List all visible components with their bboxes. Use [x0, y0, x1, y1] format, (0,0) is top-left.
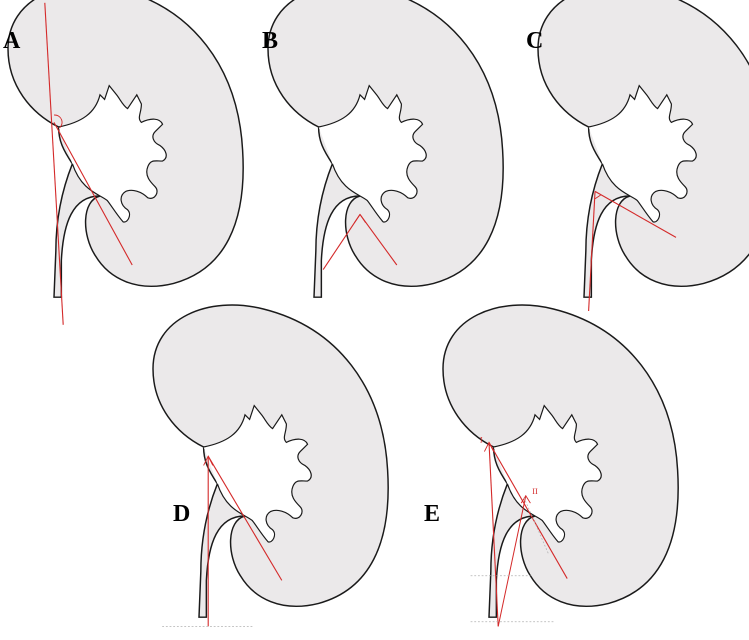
ureter-axis-line [588, 191, 596, 312]
angle-arc [53, 114, 63, 129]
calyx-axis-line [207, 455, 283, 581]
angle-arc [203, 455, 214, 466]
calyx-axis-line [359, 214, 398, 266]
angle-arc [594, 194, 601, 200]
marker-ii: II [532, 487, 538, 496]
second-axis-line [497, 495, 527, 627]
ureter-axis-line [488, 442, 499, 627]
guide-line [523, 497, 550, 555]
panel-d [152, 304, 389, 627]
angle-arc-ii [520, 494, 531, 504]
panel-c [537, 0, 749, 312]
panel-e: I II [442, 304, 679, 627]
calyx-axis-line [594, 190, 677, 238]
ureter-axis-line [44, 2, 64, 325]
panel-label-a: A [3, 28, 21, 54]
panel-label-d: D [173, 501, 190, 527]
panel-b [267, 0, 504, 298]
panel-label-b: B [262, 28, 278, 54]
calyx-axis-line [488, 442, 568, 579]
pelvis-line [322, 214, 361, 270]
angle-arc [354, 213, 366, 223]
marker-i: I [480, 435, 483, 444]
panel-label-e: E [424, 501, 440, 527]
panel-a [7, 0, 244, 325]
angle-arc-i [483, 441, 495, 452]
calyx-axis-line [53, 122, 133, 266]
panel-label-c: C [526, 28, 543, 54]
